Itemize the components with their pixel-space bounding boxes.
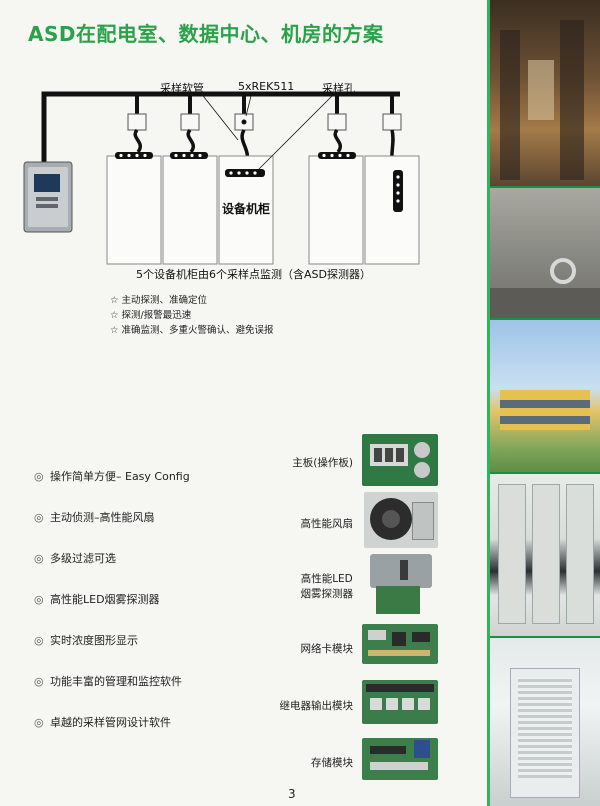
label-equipment-cabinet: 设备机柜: [222, 202, 271, 216]
feature-text: 高性能LED烟雾探测器: [50, 593, 160, 606]
relay-module-image: [362, 680, 438, 724]
page-title: ASD在配电室、数据中心、机房的方案: [28, 22, 384, 46]
network-card-image: [362, 624, 438, 664]
fan-image: [364, 492, 438, 548]
pipe-risers: [135, 94, 394, 114]
feature-marker: ◎: [34, 634, 44, 647]
photo-data-center: [490, 638, 600, 806]
feature-text: 多级过滤可选: [50, 552, 116, 565]
feature-marker: ◎: [34, 511, 44, 524]
sampling-boxes: [127, 113, 402, 131]
feature-marker: ◎: [34, 675, 44, 688]
feature-text: 操作简单方便– Easy Config: [50, 470, 190, 483]
module-label-led-detector: 高性能LED 烟雾探测器: [300, 573, 354, 600]
module-label-fan: 高性能风扇: [300, 518, 354, 530]
diagram-caption: 5个设备机柜由6个采样点监测（含ASD探测器）: [136, 268, 371, 281]
photo-building: [490, 320, 600, 472]
mainboard-image: [362, 434, 438, 486]
feature-item: ◎ 主动侦测–高性能风扇: [34, 509, 155, 525]
page-number: 3: [288, 787, 296, 801]
label-sampling-hose: 采样软管: [160, 82, 204, 95]
label-sampling-hole: 采样孔: [322, 82, 355, 95]
module-label-mainboard: 主板(操作板): [292, 457, 353, 469]
feature-marker: ◎: [34, 552, 44, 565]
feature-item: ◎ 卓越的采样管网设计软件: [34, 714, 171, 730]
feature-item: ◎ 高性能LED烟雾探测器: [34, 591, 160, 607]
diagram-graphic: [23, 91, 420, 265]
strip-accent-bar: [487, 0, 490, 806]
main-pipe: [41, 91, 400, 162]
asd-detector-icon: [23, 161, 73, 233]
note-item: ☆ 准确监测、多重火警确认、避免误报: [110, 325, 274, 336]
module-label-network: 网络卡模块: [300, 643, 354, 655]
label-rek511: 5xREK511: [238, 80, 295, 93]
feature-item: ◎ 功能丰富的管理和监控软件: [34, 673, 182, 689]
feature-item: ◎ 实时浓度图形显示: [34, 632, 138, 648]
feature-marker: ◎: [34, 470, 44, 483]
feature-marker: ◎: [34, 593, 44, 606]
photo-strip: [487, 0, 600, 806]
module-label-storage: 存储模块: [311, 757, 353, 769]
photo-server-cabinets: [490, 474, 600, 636]
feature-text: 主动侦测–高性能风扇: [50, 511, 155, 524]
led-detector-image: [370, 554, 434, 616]
photo-power-room: [490, 0, 600, 186]
feature-marker: ◎: [34, 716, 44, 729]
callout-lines: [199, 91, 337, 171]
feature-text: 功能丰富的管理和监控软件: [50, 675, 182, 688]
feature-text: 卓越的采样管网设计软件: [50, 716, 171, 729]
photo-anechoic-chamber: [490, 188, 600, 318]
module-label-relay: 继电器输出模块: [279, 700, 354, 712]
storage-module-image: [362, 738, 438, 780]
feature-item: ◎ 多级过滤可选: [34, 550, 116, 566]
note-item: ☆ 主动探测、准确定位: [110, 295, 208, 306]
note-item: ☆ 探测/报警最迅速: [110, 310, 192, 321]
feature-text: 实时浓度图形显示: [50, 634, 138, 647]
sampling-holes: [115, 152, 403, 212]
sampling-diagram: 采样软管 5xREK511 采样孔 设备机柜 5个设备机柜由6个采样点监测（含A…: [0, 70, 480, 290]
feature-item: ◎ 操作简单方便– Easy Config: [34, 468, 190, 484]
